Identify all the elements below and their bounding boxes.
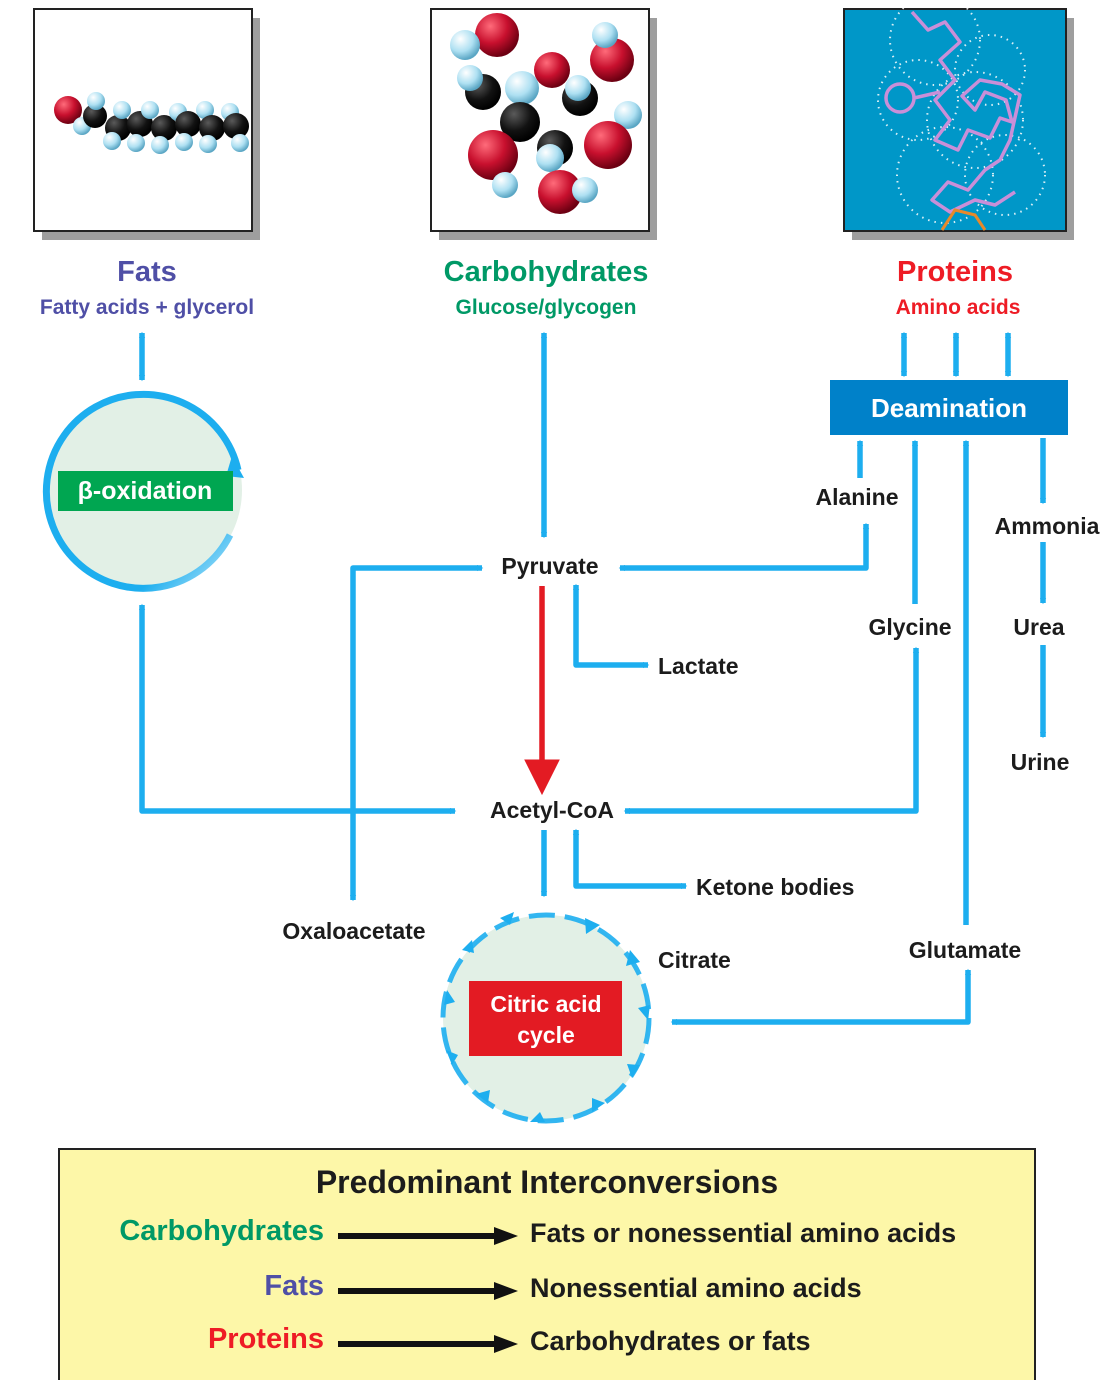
ketone-bodies-label: Ketone bodies <box>696 874 854 900</box>
carbohydrates-image-panel <box>430 8 657 240</box>
proteins-title: Proteins <box>897 256 1013 288</box>
urea-label: Urea <box>1013 614 1064 640</box>
fats-title: Fats <box>117 256 177 288</box>
glucose-molecule-icon <box>450 13 642 214</box>
legend-arrow <box>338 1282 518 1300</box>
pyruvate-alanine-arrow <box>618 522 870 572</box>
beta-oxidation-label: β-oxidation <box>78 477 213 505</box>
beta-oxidation-cycle: β-oxidation <box>42 390 244 592</box>
deamination-box: Deamination <box>830 380 1068 435</box>
ammonia-label: Ammonia <box>995 513 1100 539</box>
legend-arrow <box>338 1335 518 1353</box>
legend-target: Fats or nonessential amino acids <box>530 1218 957 1248</box>
carbohydrates-title: Carbohydrates <box>444 256 649 288</box>
acetyl-coa-label: Acetyl-CoA <box>490 797 614 823</box>
legend-target: Carbohydrates or fats <box>530 1326 811 1356</box>
cycle-glutamate-arrow <box>670 968 972 1026</box>
fats-image-panel <box>33 8 260 240</box>
oxaloacetate-label: Oxaloacetate <box>282 918 425 944</box>
carbohydrates-subtitle: Glucose/glycogen <box>456 296 637 319</box>
legend-target: Nonessential amino acids <box>530 1273 862 1303</box>
legend-source: Carbohydrates <box>119 1215 324 1247</box>
legend-title: Predominant Interconversions <box>315 1164 779 1200</box>
citrate-label: Citrate <box>658 947 731 973</box>
fat-molecule-icon <box>54 92 249 154</box>
glutamate-label: Glutamate <box>909 937 1021 963</box>
legend-source: Proteins <box>207 1323 324 1355</box>
legend-row: Fats Nonessential amino acids <box>60 1270 1034 1310</box>
glycine-label: Glycine <box>868 614 951 640</box>
oxaloacetate-pyruvate-arrow <box>349 564 484 902</box>
citric-acid-label-line2: cycle <box>517 1022 575 1048</box>
legend-row: Carbohydrates Fats or nonessential amino… <box>60 1215 1034 1255</box>
legend-source: Fats <box>264 1270 324 1302</box>
acetylcoa-glycine-arrow <box>623 646 920 815</box>
protein-chain-icon <box>877 0 1046 231</box>
proteins-image-panel <box>843 0 1074 240</box>
acetylcoa-ketone-arrow <box>572 828 688 890</box>
proteins-subtitle: Amino acids <box>896 296 1021 319</box>
legend-row: Proteins Carbohydrates or fats <box>60 1323 1034 1363</box>
pyruvate-label: Pyruvate <box>501 553 598 579</box>
urine-label: Urine <box>1011 749 1070 775</box>
pyruvate-lactate-arrow <box>572 583 650 669</box>
beta-acetylcoa-arrow <box>138 603 457 815</box>
alanine-label: Alanine <box>815 484 898 510</box>
citric-acid-label-line1: Citric acid <box>490 991 601 1017</box>
legend-arrow <box>338 1227 518 1245</box>
deamination-label: Deamination <box>871 393 1027 423</box>
lactate-label: Lactate <box>658 653 739 679</box>
citric-acid-cycle: Citric acid cycle <box>440 912 652 1124</box>
interconversions-legend: Predominant Interconversions Carbohydrat… <box>58 1148 1036 1380</box>
fats-subtitle: Fatty acids + glycerol <box>40 296 254 319</box>
